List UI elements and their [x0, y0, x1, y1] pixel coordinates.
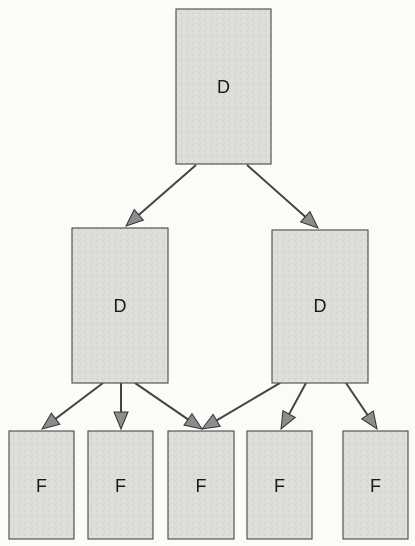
arrow-d-top-to-d-left — [125, 164, 197, 227]
arrow-head — [299, 210, 319, 229]
node-f-3-label: F — [196, 476, 207, 496]
edges — [40, 164, 378, 431]
arrow-head — [113, 411, 129, 431]
arrow-d-right-to-f-3 — [200, 382, 281, 430]
node-d-left-label: D — [114, 296, 127, 316]
node-f-1-label: F — [36, 476, 47, 496]
node-f-2-box — [87, 430, 154, 540]
node-f-4-label: F — [274, 476, 285, 496]
node-d-right: D — [271, 229, 369, 384]
arrow-d-left-to-f-2 — [113, 383, 129, 431]
node-f-5-box — [342, 430, 409, 540]
node-f-2: F — [87, 430, 154, 540]
arrow-head — [360, 410, 378, 431]
arrow-line — [246, 164, 306, 218]
arrow-line — [345, 382, 369, 416]
arrow-d-top-to-d-right — [246, 164, 319, 229]
node-f-2-label: F — [115, 476, 126, 496]
arrow-head — [125, 208, 145, 227]
arrow-line — [54, 382, 104, 420]
arrow-line — [134, 382, 189, 421]
node-d-right-label: D — [314, 296, 327, 316]
arrow-head — [280, 409, 297, 431]
arrow-head — [200, 413, 222, 430]
node-f-3: F — [167, 430, 235, 540]
node-f-1-box — [8, 430, 75, 540]
arrow-line — [216, 382, 281, 422]
node-f-5-label: F — [370, 476, 381, 496]
node-f-5: F — [342, 430, 409, 540]
arrow-d-right-to-f-5 — [345, 382, 378, 431]
node-f-3-box — [167, 430, 235, 540]
node-f-4: F — [246, 430, 313, 540]
node-f-4-box — [246, 430, 313, 540]
arrow-head — [183, 412, 204, 430]
arrow-d-left-to-f-1 — [40, 382, 104, 430]
node-d-top-label: D — [217, 77, 230, 97]
arrow-head — [40, 412, 61, 430]
node-f-1: F — [8, 430, 75, 540]
node-d-top: D — [175, 8, 272, 165]
node-d-left: D — [71, 227, 169, 384]
arrow-line — [138, 164, 197, 216]
arrow-d-right-to-f-4 — [280, 382, 307, 431]
node-d-right-box — [271, 229, 369, 384]
arrow-line — [288, 382, 307, 415]
node-d-left-box — [71, 227, 169, 384]
node-d-top-box — [175, 8, 272, 165]
arrow-d-left-to-f-3 — [134, 382, 204, 430]
